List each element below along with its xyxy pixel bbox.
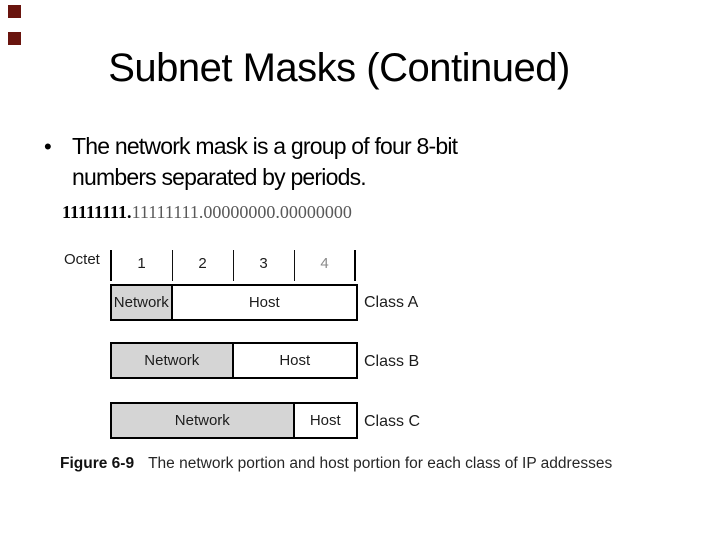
class-b-host-segment: Host [233,344,356,377]
figure-caption-number: Figure 6-9 [60,455,135,472]
octet-tick [294,250,295,281]
class-b-label: Class B [364,353,420,370]
octet-number-1: 1 [137,255,146,272]
binary-network-octet: 11111111. [62,202,132,222]
class-a-label: Class A [364,294,419,311]
class-c-host-segment: Host [294,404,356,437]
class-c-label: Class C [364,413,421,430]
bullet-marker: • [44,134,52,159]
octet-tick [233,250,234,281]
slide-title: Subnet Masks (Continued) [108,46,570,90]
class-c-network-segment: Network [112,404,295,437]
class-a-bar: Network Host [110,284,358,321]
octet-tick [354,250,356,281]
figure-caption-text: The network portion and host portion for… [148,455,613,472]
class-a-host-segment: Host [172,286,356,319]
accent-square-bottom [8,32,21,45]
binary-mask: 11111111.11111111.00000000.00000000 [62,202,352,223]
octet-number-3: 3 [259,255,268,272]
bullet-text: The network mask is a group of four 8-bi… [72,133,458,190]
octet-ruler-label: Octet [64,251,100,268]
octet-number-2: 2 [198,255,207,272]
octet-tick [172,250,173,281]
class-c-bar: Network Host [110,402,358,439]
figure-caption: Figure 6-9 The network portion and host p… [60,455,612,473]
octet-number-4: 4 [320,255,329,272]
class-a-network-segment: Network [112,286,173,319]
class-b-bar: Network Host [110,342,358,379]
class-b-network-segment: Network [112,344,234,377]
octet-tick [110,250,112,281]
binary-host-octets: 11111111.00000000.00000000 [131,202,352,222]
accent-square-top [8,5,21,18]
